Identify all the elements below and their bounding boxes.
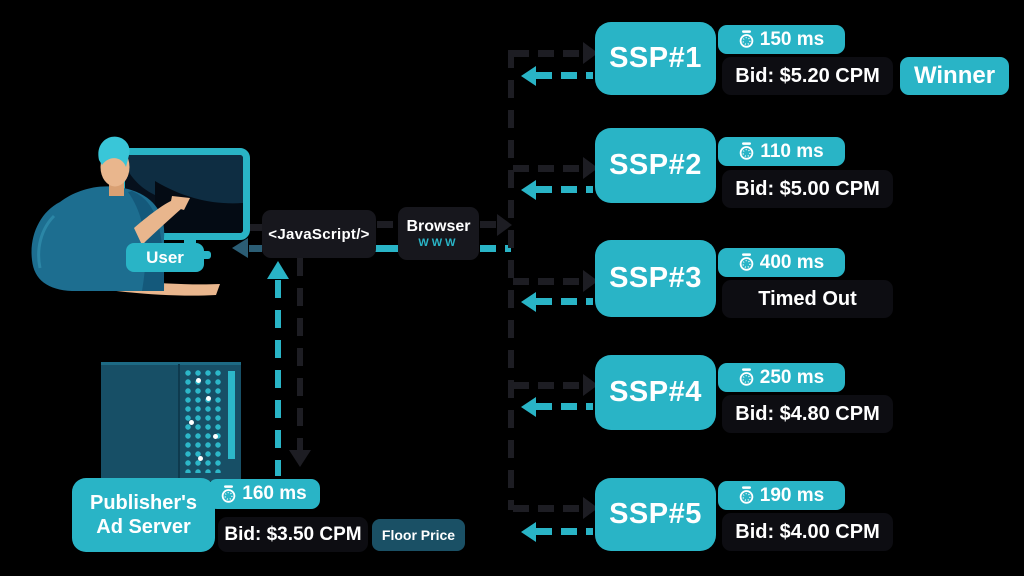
line-js-to-browser (377, 221, 398, 228)
line-from-ssp4 (536, 403, 593, 410)
line-to-ssp5 (513, 505, 583, 512)
ssp2-name: SSP#2 (609, 149, 702, 181)
stopwatch-icon (739, 142, 754, 160)
line-to-ssp3 (513, 278, 583, 285)
trunk-line (508, 50, 514, 510)
ssp5-latency-pill: 190 ms (718, 481, 845, 510)
javascript-node: <JavaScript/> (262, 210, 376, 258)
ssp4-name: SSP#4 (609, 376, 702, 408)
publisher-latency-pill: 160 ms (208, 479, 320, 509)
line-to-ssp4 (513, 382, 583, 389)
ssp4-latency: 250 ms (759, 366, 825, 388)
ssp1-result: Bid: $5.20 CPM (735, 64, 880, 87)
ssp1-bid-pill: Bid: $5.20 CPM (722, 57, 893, 95)
stopwatch-icon (739, 253, 754, 271)
ssp3-box: SSP#3 (595, 240, 716, 317)
publisher-name-line2: Ad Server (96, 516, 191, 538)
ssp2-latency: 110 ms (760, 140, 824, 162)
ssp1-name: SSP#1 (609, 42, 702, 74)
line-browser-to-js-return (375, 245, 398, 252)
ssp3-result: Timed Out (758, 287, 857, 310)
line-js-to-adserver (297, 258, 303, 451)
arrow-up-icon (267, 261, 289, 279)
ad-server-dot-panel (101, 362, 241, 481)
line-to-ssp1 (513, 50, 583, 57)
ssp3-latency: 400 ms (759, 251, 825, 273)
arrow-down-icon (289, 450, 311, 467)
ssp3-timeout-pill: Timed Out (722, 280, 893, 318)
ssp4-box: SSP#4 (595, 355, 716, 430)
arrow-left-icon (521, 522, 536, 542)
ssp2-latency-pill: 110 ms (718, 137, 845, 166)
arrow-right-icon (583, 497, 598, 519)
stopwatch-icon (739, 486, 754, 504)
line-browser-to-trunk (480, 221, 499, 228)
led-dot (213, 434, 218, 439)
winner-badge: Winner (900, 57, 1009, 95)
ssp3-latency-pill: 400 ms (718, 248, 845, 277)
winner-label: Winner (913, 62, 996, 89)
ssp1-box: SSP#1 (595, 22, 716, 95)
ssp5-box: SSP#5 (595, 478, 716, 551)
publisher-bid: Bid: $3.50 CPM (224, 523, 362, 545)
stopwatch-icon (221, 484, 236, 503)
floor-price-badge: Floor Price (372, 519, 465, 551)
arrow-right-icon (583, 374, 598, 396)
browser-node: Browser WWW (398, 207, 479, 260)
publisher-name-line1: Publisher's (89, 492, 197, 514)
led-dot (198, 456, 203, 461)
user-label-text: User (146, 247, 184, 267)
ssp5-bid-pill: Bid: $4.00 CPM (722, 513, 893, 551)
arrow-left-icon (521, 397, 536, 417)
arrow-left-icon (232, 238, 248, 258)
ssp4-result: Bid: $4.80 CPM (735, 402, 880, 425)
stopwatch-icon (739, 30, 754, 48)
publisher-bid-pill: Bid: $3.50 CPM (218, 517, 368, 552)
led-dot (189, 420, 194, 425)
line-trunk-to-browser-return (480, 245, 511, 252)
line-js-to-user-return (249, 245, 262, 252)
ssp5-name: SSP#5 (609, 498, 702, 530)
arrow-left-icon (521, 66, 536, 86)
line-to-ssp2 (513, 165, 583, 172)
ssp2-box: SSP#2 (595, 128, 716, 203)
stopwatch-icon (739, 368, 754, 386)
line-from-ssp5 (536, 528, 593, 535)
publisher-latency: 160 ms (242, 483, 307, 504)
ssp1-latency-pill: 150 ms (718, 25, 845, 54)
browser-www-label: WWW (418, 237, 459, 249)
line-from-ssp1 (536, 72, 593, 79)
browser-label: Browser (406, 218, 471, 235)
arrow-right-icon (583, 270, 598, 292)
publisher-ad-server-label: Publisher's Ad Server (72, 478, 215, 552)
line-from-ssp2 (536, 186, 593, 193)
arrow-right-icon (583, 42, 598, 64)
user-label: User (126, 243, 204, 272)
javascript-label: <JavaScript/> (268, 225, 370, 243)
ssp1-latency: 150 ms (759, 28, 825, 50)
ssp5-result: Bid: $4.00 CPM (735, 520, 880, 543)
ssp4-bid-pill: Bid: $4.80 CPM (722, 395, 893, 433)
arrow-right-icon (583, 157, 598, 179)
ssp4-latency-pill: 250 ms (718, 363, 845, 392)
ssp2-result: Bid: $5.00 CPM (735, 177, 880, 200)
led-dot (196, 378, 201, 383)
ssp3-name: SSP#3 (609, 262, 702, 294)
arrow-left-icon (521, 180, 536, 200)
line-from-ssp3 (536, 298, 593, 305)
floor-price-label: Floor Price (381, 527, 456, 543)
ssp5-latency: 190 ms (759, 484, 825, 506)
user-person-illustration (31, 136, 220, 296)
arrow-left-icon (521, 292, 536, 312)
led-dot (206, 396, 211, 401)
ssp2-bid-pill: Bid: $5.00 CPM (722, 170, 893, 208)
line-monitor-to-js (249, 224, 262, 231)
line-adserver-to-js (275, 280, 281, 476)
